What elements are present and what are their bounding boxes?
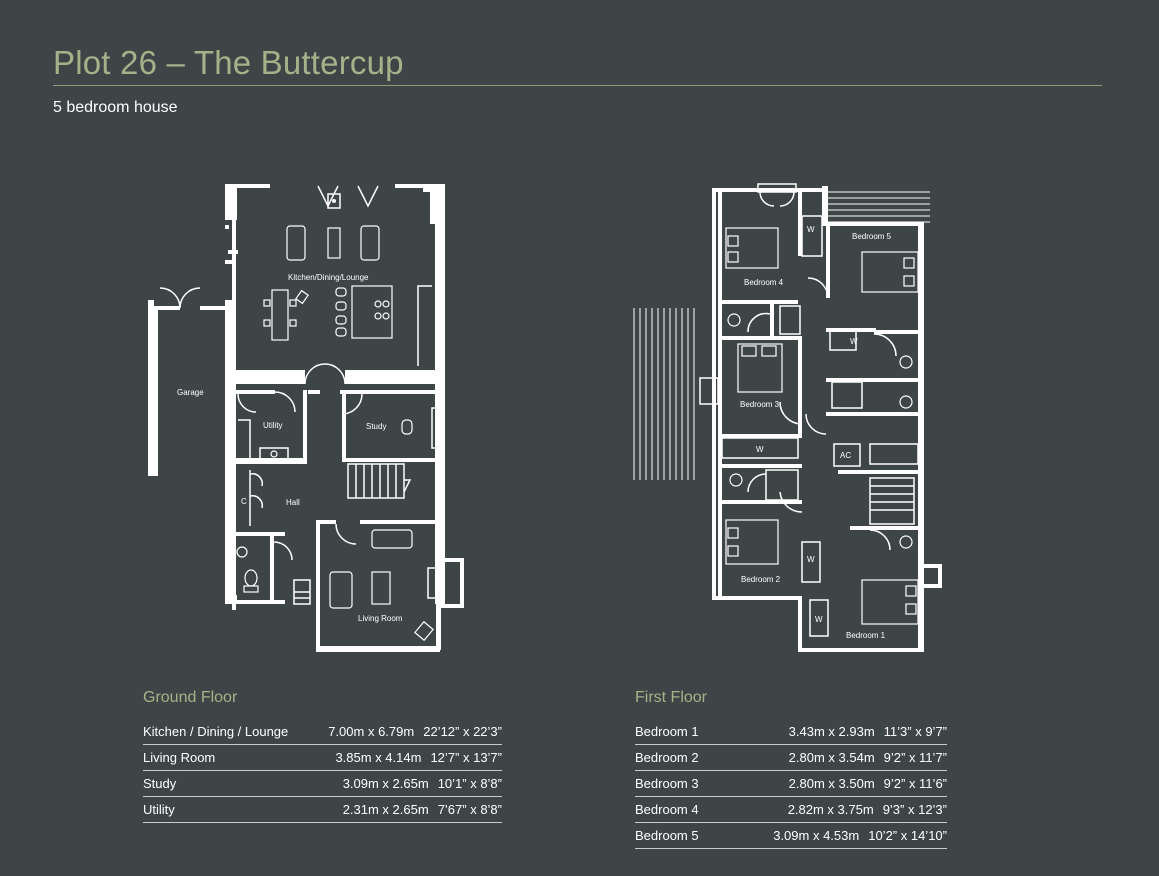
label-wardrobe-5: W (815, 615, 823, 624)
room-metric: 3.09m x 2.65m (342, 776, 429, 791)
table-row: Utility 2.31m x 2.65m 7’67” x 8’8” (143, 797, 502, 823)
ground-floor-heading: Ground Floor (143, 689, 238, 706)
label-wardrobe-2: W (756, 445, 764, 454)
label-bed1: Bedroom 1 (846, 631, 886, 640)
room-imperial: 12’7” x 13’7” (430, 750, 502, 765)
first-floor-heading: First Floor (635, 689, 707, 706)
room-name: Bedroom 1 (635, 724, 699, 739)
table-row: Bedroom 4 2.82m x 3.75m 9’3” x 12’3” (635, 797, 947, 823)
page-subtitle: 5 bedroom house (53, 99, 178, 116)
label-bed2: Bedroom 2 (741, 575, 781, 584)
room-metric: 3.43m x 2.93m (788, 724, 875, 739)
label-bed4: Bedroom 4 (744, 278, 784, 287)
room-name: Bedroom 3 (635, 776, 699, 791)
label-hall: Hall (286, 498, 300, 507)
room-imperial: 9’3” x 12’3” (882, 802, 947, 817)
label-bed3: Bedroom 3 (740, 400, 780, 409)
room-name: Study (143, 776, 177, 791)
room-imperial: 10’2” x 14’10” (868, 828, 947, 843)
label-bed5: Bedroom 5 (852, 232, 892, 241)
label-study: Study (366, 422, 386, 431)
label-utility: Utility (263, 421, 283, 430)
table-row: Bedroom 1 3.43m x 2.93m 11’3” x 9’7” (635, 719, 947, 745)
room-imperial: 7’67” x 8’8” (437, 802, 502, 817)
title-divider (53, 85, 1102, 86)
room-imperial: 9’2” x 11’7” (883, 750, 947, 765)
ground-floor-table: Ground Floor Kitchen / Dining / Lounge 7… (143, 689, 502, 823)
page-title: Plot 26 – The Buttercup (53, 44, 404, 81)
room-name: Bedroom 5 (635, 828, 699, 843)
room-imperial: 10’1” x 8’8” (437, 776, 502, 791)
room-name: Bedroom 2 (635, 750, 699, 765)
room-imperial: 9’2” x 11’6” (883, 776, 947, 791)
room-metric: 3.85m x 4.14m (335, 750, 422, 765)
table-row: Bedroom 3 2.80m x 3.50m 9’2” x 11’6” (635, 771, 947, 797)
room-name: Utility (143, 802, 175, 817)
room-imperial: 11’3” x 9’7” (883, 724, 947, 739)
label-kitchen: Kitchen/Dining/Lounge (288, 273, 369, 282)
label-airing: AC (840, 451, 851, 460)
label-wardrobe-3: W (850, 337, 858, 346)
room-metric: 2.80m x 3.54m (788, 750, 875, 765)
first-floor-table: First Floor Bedroom 1 3.43m x 2.93m 11’3”… (635, 689, 947, 849)
room-name: Kitchen / Dining / Lounge (143, 724, 289, 739)
label-wardrobe-4: W (807, 555, 815, 564)
room-metric: 7.00m x 6.79m (328, 724, 415, 739)
label-wardrobe-1: W (807, 225, 815, 234)
ground-floor-plan: Kitchen/Dining/Lounge Utility Study (140, 180, 475, 660)
table-row: Living Room 3.85m x 4.14m 12’7” x 13’7” (143, 745, 502, 771)
label-cupboard: C (241, 497, 247, 506)
label-living: Living Room (358, 614, 403, 623)
room-name: Bedroom 4 (635, 802, 699, 817)
label-garage: Garage (177, 388, 204, 397)
first-floor-plan: Bedroom 4 W Bedroom 5 Bedroom 3 W W AC B… (630, 180, 950, 660)
room-metric: 3.09m x 4.53m (773, 828, 860, 843)
room-metric: 2.82m x 3.75m (787, 802, 874, 817)
table-row: Bedroom 2 2.80m x 3.54m 9’2” x 11’7” (635, 745, 947, 771)
room-metric: 2.80m x 3.50m (788, 776, 875, 791)
room-imperial: 22’12” x 22’3” (423, 724, 502, 739)
room-metric: 2.31m x 2.65m (342, 802, 429, 817)
table-row: Kitchen / Dining / Lounge 7.00m x 6.79m 2… (143, 719, 502, 745)
table-row: Study 3.09m x 2.65m 10’1” x 8’8” (143, 771, 502, 797)
table-row: Bedroom 5 3.09m x 4.53m 10’2” x 14’10” (635, 823, 947, 849)
room-name: Living Room (143, 750, 216, 765)
